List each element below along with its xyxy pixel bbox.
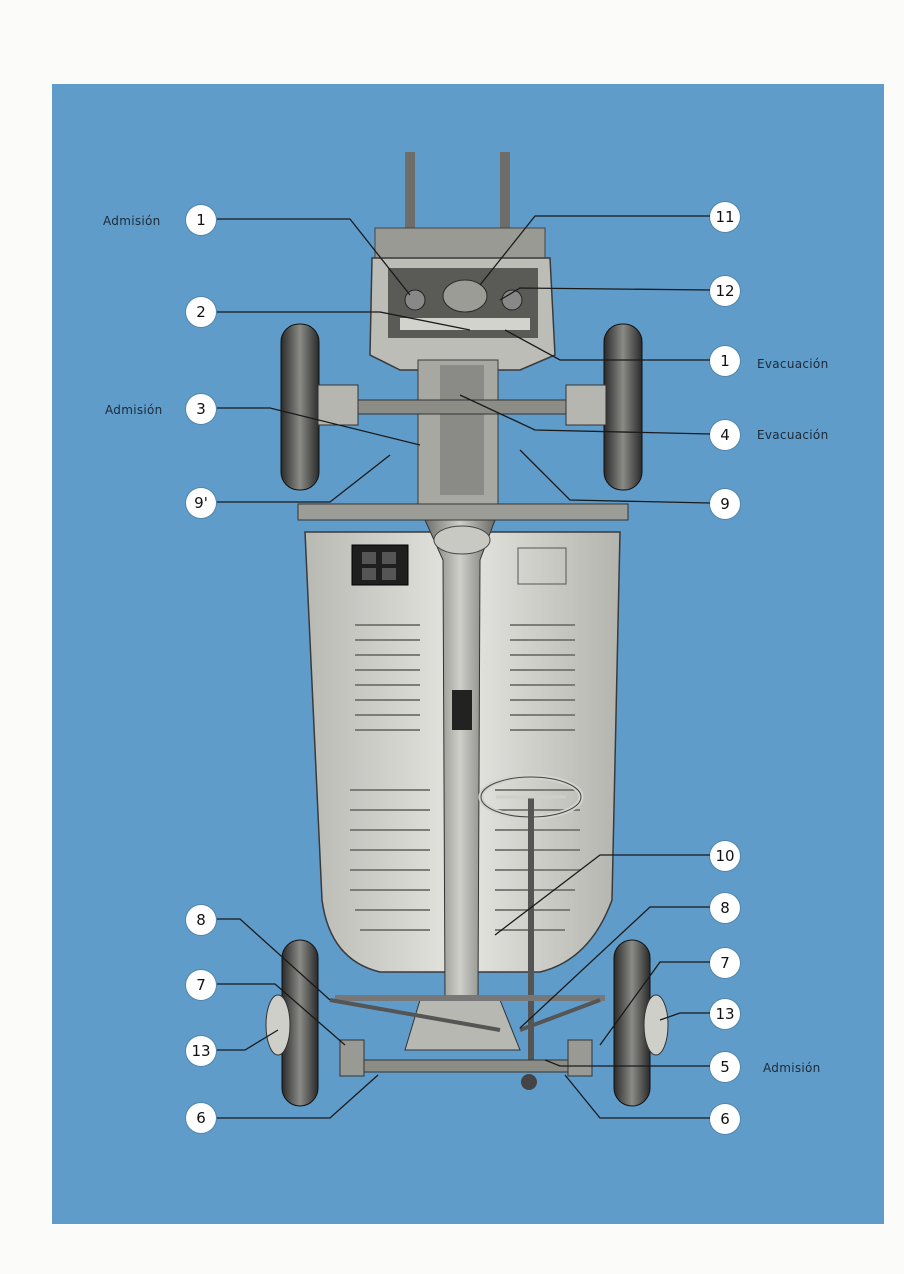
callout-13-right: 13 bbox=[710, 999, 740, 1029]
callout-9prime-left: 9' bbox=[186, 488, 216, 518]
label-admision-3: Admisión bbox=[105, 403, 163, 417]
callout-1-right: 1 bbox=[710, 346, 740, 376]
callout-10-right: 10 bbox=[710, 841, 740, 871]
steering bbox=[478, 774, 584, 1060]
rear-wheel-left bbox=[280, 323, 359, 491]
front-wheel-left bbox=[265, 939, 365, 1107]
engine bbox=[369, 257, 556, 371]
callout-11-right: 11 bbox=[710, 202, 740, 232]
front-wheel-right bbox=[567, 939, 669, 1107]
callout-9-right: 9 bbox=[710, 489, 740, 519]
callout-8-left: 8 bbox=[186, 905, 216, 935]
leader-lines bbox=[217, 215, 711, 1119]
floor-ribs-left bbox=[350, 624, 430, 931]
callout-6-left: 6 bbox=[186, 1103, 216, 1133]
callout-7-right: 7 bbox=[710, 948, 740, 978]
callout-12-right: 12 bbox=[710, 276, 740, 306]
callout-1-left: 1 bbox=[186, 205, 216, 235]
rear-frame-horns bbox=[374, 152, 546, 259]
front-axle bbox=[329, 995, 605, 1090]
callout-2-left: 2 bbox=[186, 297, 216, 327]
transmission bbox=[297, 359, 629, 521]
rear-wheel-right bbox=[565, 323, 643, 491]
callout-13-left: 13 bbox=[186, 1036, 216, 1066]
callout-8-right: 8 bbox=[710, 893, 740, 923]
callout-5-right: 5 bbox=[710, 1052, 740, 1082]
callout-7-left: 7 bbox=[186, 970, 216, 1000]
label-evacuacion-4: Evacuación bbox=[757, 428, 829, 442]
callout-4-right: 4 bbox=[710, 420, 740, 450]
callout-6-right: 6 bbox=[710, 1104, 740, 1134]
label-evacuacion-1: Evacuación bbox=[757, 357, 829, 371]
label-admision-1: Admisión bbox=[103, 214, 161, 228]
callout-3-left: 3 bbox=[186, 394, 216, 424]
label-admision-5: Admisión bbox=[763, 1061, 821, 1075]
